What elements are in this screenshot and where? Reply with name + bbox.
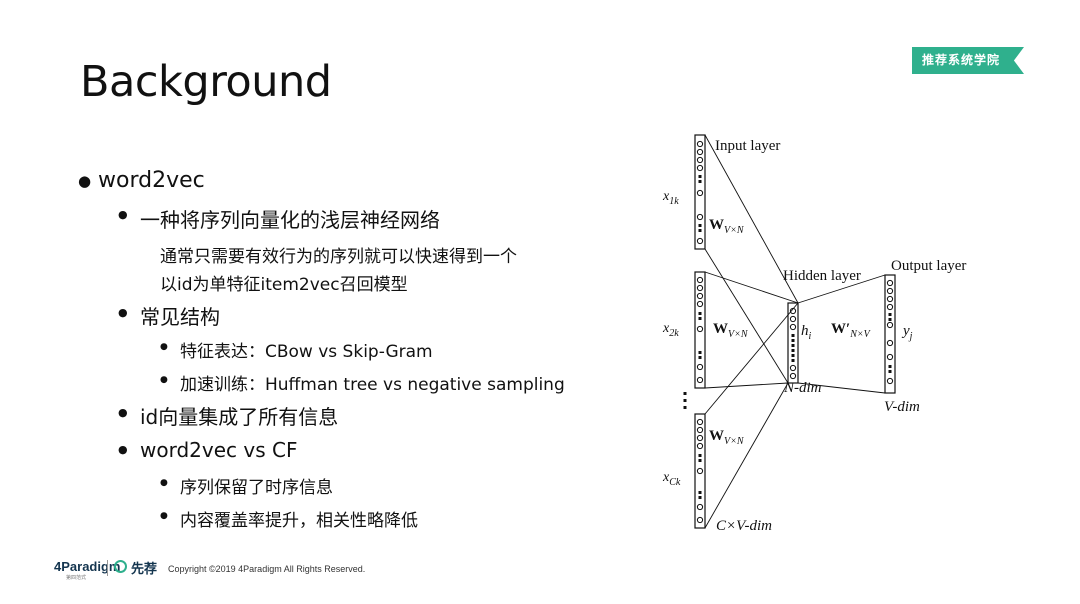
yj-label: yj	[901, 323, 913, 342]
bullet-word2vec: word2vec	[98, 168, 205, 193]
w-matrix-1: WV×N	[709, 217, 745, 236]
bullet-desc-line1: 通常只需要有效行为的序列就可以快速得到一个	[160, 247, 517, 267]
bullet-accel-training: 加速训练：Huffman tree vs negative sampling	[180, 375, 565, 395]
college-badge: 推荐系统学院	[912, 47, 1024, 74]
bullet-dot: ●	[160, 478, 168, 488]
bullet-vs-cf: word2vec vs CF	[140, 438, 298, 462]
bullet-dot: ●	[118, 406, 128, 419]
bullet-desc-line2: 以id为单特征item2vec召回模型	[160, 275, 408, 295]
w-matrix-3: WV×N	[709, 428, 745, 447]
4paradigm-logo-sub: 第四范式	[66, 575, 87, 581]
x2k-label: x2k	[662, 321, 679, 339]
input-layer-label: Input layer	[715, 138, 780, 154]
xianjian-logo-text: 先荐	[131, 562, 158, 577]
w-matrix-2: WV×N	[713, 321, 749, 340]
bullet-dot: ●	[118, 443, 128, 456]
bullet-dot: ●	[160, 375, 168, 385]
bullet-dot: ●	[160, 342, 168, 352]
output-layer-label: Output layer	[891, 258, 966, 274]
n-dim-label: N-dim	[783, 380, 822, 396]
xianjian-logo-icon	[114, 560, 127, 573]
footer: 4Paradigm 第四范式 先荐 Copyright ©2019 4Parad…	[54, 556, 454, 584]
w-prime-matrix: W′N×V	[831, 321, 872, 340]
x1k-label: x1k	[662, 189, 679, 207]
slide-title: Background	[80, 57, 332, 107]
bullet-list: ● word2vec ● 一种将序列向量化的浅层神经网络 通常只需要有效行为的序…	[78, 168, 565, 531]
4paradigm-logo: 4Paradigm 第四范式	[54, 559, 121, 581]
logo-divider	[107, 560, 108, 576]
cbow-network-diagram: Input layer Hidden layer Output layer x1…	[655, 125, 985, 535]
cv-dim-label: C×V-dim	[716, 518, 772, 534]
bullet-dot: ●	[118, 306, 128, 319]
v-dim-label: V-dim	[884, 399, 920, 415]
bullet-feature-expr: 特征表达：CBow vs Skip-Gram	[180, 342, 433, 362]
bullet-coverage: 内容覆盖率提升，相关性略降低	[180, 511, 418, 531]
bullet-temporal-info: 序列保留了时序信息	[180, 478, 333, 498]
bullet-dot: ●	[118, 208, 128, 221]
bullet-dot: ●	[160, 511, 168, 521]
bullet-id-vector: id向量集成了所有信息	[140, 405, 339, 429]
bullet-dot: ●	[78, 172, 92, 190]
xck-label: xCk	[662, 470, 681, 488]
hi-label: hi	[801, 323, 812, 342]
bullet-common-structure: 常见结构	[140, 305, 220, 329]
copyright-text: Copyright ©2019 4Paradigm All Rights Res…	[168, 564, 366, 574]
bullet-shallow-nn: 一种将序列向量化的浅层神经网络	[140, 208, 440, 232]
hidden-layer-label: Hidden layer	[783, 268, 861, 284]
